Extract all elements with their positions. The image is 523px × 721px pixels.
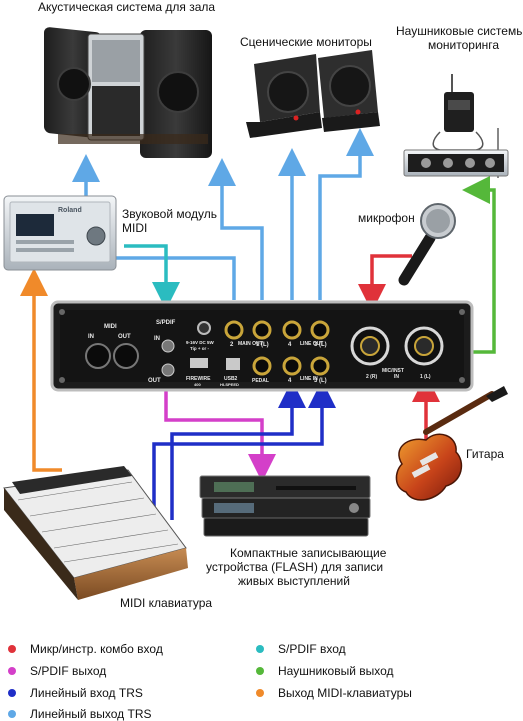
line-out-label: LINE OUT (300, 341, 323, 347)
spdif-in-label: IN (154, 336, 160, 342)
legend-text: S/PDIF вход (278, 642, 346, 656)
midi-keyboard-image (3, 466, 188, 600)
line-out-to-pa-right (208, 158, 264, 300)
sound-module-label-1: Звуковой модуль (122, 207, 217, 221)
legend-dot (8, 710, 16, 718)
legend-text: Микр/инстр. комбо вход (30, 642, 163, 656)
main-2-label: 2 (230, 342, 234, 348)
pa-system-image (44, 27, 212, 158)
sound-module-image: Roland (3, 195, 117, 271)
legend-text: S/PDIF выход (30, 664, 107, 678)
sound-module-label-2: MIDI (122, 221, 147, 235)
legend-text: Выход MIDI-клавиатуры (278, 686, 412, 700)
firewire-port (190, 358, 208, 368)
legend-dot (8, 645, 16, 653)
power-label: 9-16V DC 5W (186, 340, 215, 345)
line-out-to-monitor-right (318, 128, 374, 300)
legend-text: Линейный вход TRS (30, 686, 143, 700)
stage-monitors-label: Сценические мониторы (240, 35, 372, 49)
spdif-in-port (161, 339, 175, 353)
line-in-4-jack (282, 356, 302, 376)
spdif-label: S/PDIF (156, 320, 176, 326)
line-in-3-jack (310, 356, 330, 376)
pedal-label: PEDAL (252, 378, 269, 384)
guitar-label: Гитара (466, 447, 504, 461)
headphone-out-line (462, 176, 496, 354)
midi-keyboard-line (20, 268, 62, 472)
pedal-jack (252, 356, 272, 376)
line-in-label: LINE IN (300, 376, 318, 382)
spdif-out-label: OUT (148, 378, 161, 384)
recorders-image (199, 475, 371, 537)
midi-out-label: OUT (118, 334, 131, 340)
usb-label: USB2 (224, 376, 238, 382)
headphone-monitoring-image (403, 74, 509, 178)
stage-monitors-image (246, 50, 380, 138)
firewire-label: FIREWIRE (186, 376, 211, 382)
li-3-label: 3 (L) (314, 378, 327, 384)
headphone-label-2: мониторинга (428, 38, 499, 52)
main-1-label: 1 (L) (256, 342, 269, 348)
lo-4-label: 4 (288, 342, 292, 348)
recorders-label-3: живых выступлений (238, 574, 350, 588)
midi-in-port (85, 343, 111, 369)
legend-dot (8, 667, 16, 675)
usb-port (226, 358, 240, 370)
li-4-label: 4 (288, 378, 292, 384)
main-out-label: MAIN OUT (238, 341, 263, 347)
midi-in-label: IN (88, 334, 94, 340)
recorders-label-2: устройства (FLASH) для записи (206, 560, 383, 574)
midi-label: MIDI (104, 324, 117, 330)
recorders-label-1: Компактные записывающие (230, 546, 387, 560)
mic-inst-label: MIC/INST (382, 368, 404, 374)
line-out-4-jack (282, 320, 302, 340)
midi-keyboard-label: MIDI клавиатура (120, 596, 212, 610)
lo-3-label: 3 (L) (314, 342, 327, 348)
line-out-3-jack (310, 320, 330, 340)
microphone-image (398, 203, 456, 286)
legend-dot (256, 667, 264, 675)
legend-text: Наушниковый выход (278, 664, 394, 678)
line-in-line-right (152, 380, 336, 528)
spdif-out-line (164, 384, 276, 482)
headphone-label-1: Наушниковые системы (396, 24, 523, 38)
legend-dot (256, 645, 264, 653)
audio-interface: MIDI IN OUT S/PDIF IN OUT 9-16V DC 5W Ti… (50, 300, 474, 392)
legend-text: Линейный выход TRS (30, 707, 152, 721)
power-sub-label: Tip + or - (190, 346, 210, 351)
line-in-line-left (170, 380, 306, 520)
microphone-label: микрофон (358, 211, 415, 225)
mic-input-line (358, 254, 412, 312)
spdif-in-line (124, 244, 180, 310)
legend-dot (256, 689, 264, 697)
usb-sub-label: HI-SPEED (220, 382, 239, 387)
midi-out-port (113, 343, 139, 369)
firewire-sub-label: 400 (194, 382, 201, 387)
mic-in-label: IN (394, 374, 399, 380)
labels: Акустическая система для зала Сценически… (38, 0, 523, 610)
pa-system-label: Акустическая система для зала (38, 0, 215, 14)
spdif-out-port (161, 363, 175, 377)
connection-lines (20, 128, 496, 528)
power-port (197, 321, 211, 335)
roland-logo: Roland (58, 207, 82, 214)
mic-2-label: 2 (R) (366, 374, 377, 380)
guitar-image (395, 386, 508, 501)
main-out-2-jack (224, 320, 244, 340)
legend-dot (8, 689, 16, 697)
mic-1-label: 1 (L) (420, 374, 431, 380)
main-out-1-jack (252, 320, 272, 340)
